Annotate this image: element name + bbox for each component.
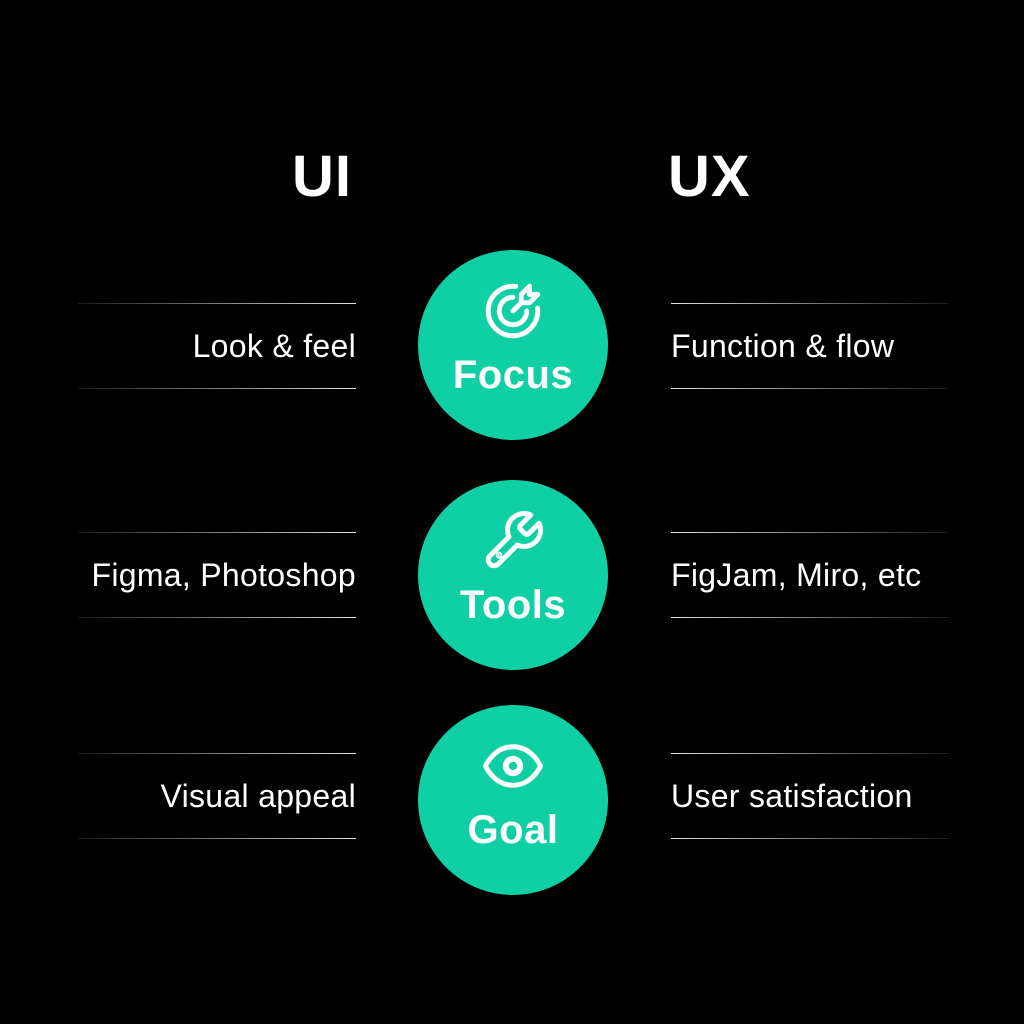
divider-line bbox=[671, 837, 949, 839]
eye-icon bbox=[480, 733, 546, 799]
divider-line bbox=[78, 532, 356, 534]
column-header-ux: UX bbox=[668, 144, 751, 209]
ui-item-text: Figma, Photoshop bbox=[91, 556, 356, 593]
divider-line bbox=[671, 303, 949, 305]
ui-item-text: Look & feel bbox=[192, 327, 356, 364]
divider-line bbox=[78, 616, 356, 618]
category-badge-tools: Tools bbox=[418, 480, 608, 670]
ux-item-text: Function & flow bbox=[671, 327, 895, 364]
badge-label: Focus bbox=[452, 353, 574, 397]
ux-cell-goal: User satisfaction bbox=[671, 753, 949, 839]
divider-line bbox=[671, 387, 949, 389]
ui-item-text: Visual appeal bbox=[160, 777, 356, 814]
target-arrow-icon bbox=[480, 278, 546, 344]
divider-line bbox=[671, 753, 949, 755]
divider-line bbox=[78, 837, 356, 839]
ux-item-text: User satisfaction bbox=[671, 777, 913, 814]
ui-cell-tools: Figma, Photoshop bbox=[78, 532, 356, 618]
wrench-icon bbox=[480, 508, 546, 574]
ui-cell-goal: Visual appeal bbox=[78, 753, 356, 839]
ux-cell-focus: Function & flow bbox=[671, 303, 949, 389]
divider-line bbox=[78, 387, 356, 389]
category-badge-goal: Goal bbox=[418, 705, 608, 895]
column-header-ui: UI bbox=[292, 144, 352, 209]
ux-item-text: FigJam, Miro, etc bbox=[671, 556, 922, 593]
badge-label: Goal bbox=[467, 808, 559, 852]
ux-cell-tools: FigJam, Miro, etc bbox=[671, 532, 949, 618]
ui-cell-focus: Look & feel bbox=[78, 303, 356, 389]
divider-line bbox=[671, 532, 949, 534]
divider-line bbox=[671, 616, 949, 618]
badge-label: Tools bbox=[459, 583, 567, 627]
divider-line bbox=[78, 303, 356, 305]
divider-line bbox=[78, 753, 356, 755]
category-badge-focus: Focus bbox=[418, 250, 608, 440]
